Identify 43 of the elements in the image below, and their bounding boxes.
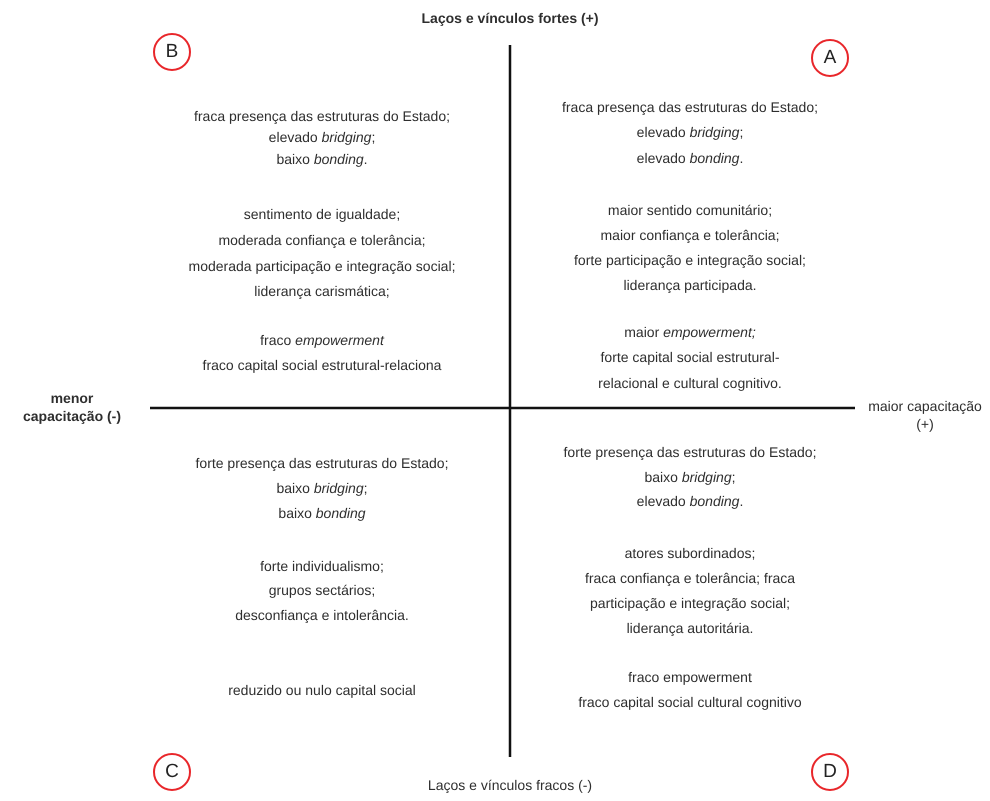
quadrant-text: forte capital social estrutural-	[600, 348, 780, 366]
quadrant-letter-circle: D	[811, 753, 849, 791]
quadrant-text: sentimento de igualdade;	[244, 205, 400, 223]
quadrant-text: elevado bonding.	[636, 492, 744, 510]
quadrant-text: moderada confiança e tolerância;	[218, 231, 426, 249]
quadrant-text: baixo bridging;	[276, 479, 368, 497]
quadrant-text: liderança participada.	[623, 276, 757, 294]
quadrant-letter-circle: B	[153, 33, 191, 71]
quadrant-letter-circle: A	[811, 39, 849, 77]
axis-label: menor capacitação (-)	[22, 389, 122, 425]
quadrant-text: fraco capital social cultural cognitivo	[578, 693, 802, 711]
quadrant-text: atores subordinados;	[624, 544, 756, 562]
quadrant-text: elevado bridging;	[636, 123, 744, 141]
quadrant-text: Laços e vínculos fracos (-)	[428, 776, 592, 794]
quadrant-text: fraco capital social estrutural-relaciona	[202, 356, 442, 374]
quadrant-text: desconfiança e intolerância.	[235, 606, 409, 624]
axis-label: Laços e vínculos fortes (+)	[422, 9, 598, 27]
quadrant-text: liderança carismática;	[254, 282, 390, 300]
quadrant-text: maior empowerment;	[624, 323, 756, 341]
quadrant-text: moderada participação e integração social;	[188, 257, 456, 275]
quadrant-text: participação e integração social;	[590, 594, 790, 612]
quadrant-text: baixo bonding.	[276, 150, 368, 168]
quadrant-text: fraco empowerment	[260, 331, 384, 349]
quadrant-letter-circle: C	[153, 753, 191, 791]
quadrant-text: grupos sectários;	[268, 581, 376, 599]
quadrant-text: maior sentido comunitário;	[608, 201, 772, 219]
quadrant-text: baixo bridging;	[644, 468, 736, 486]
quadrant-text: fraca presença das estruturas do Estado;	[562, 98, 818, 116]
quadrant-text: maior confiança e tolerância;	[600, 226, 780, 244]
quadrant-text: elevado bridging;	[268, 128, 376, 146]
axis-label: maior capacitação (+)	[867, 397, 983, 433]
quadrant-text: fraca confiança e tolerância; fraca	[584, 569, 796, 587]
quadrant-text: fraco empowerment	[628, 668, 752, 686]
quadrant-text: liderança autoritária.	[626, 619, 754, 637]
quadrant-text: relacional e cultural cognitivo.	[598, 374, 782, 392]
quadrant-text: forte presença das estruturas do Estado;	[196, 454, 448, 472]
quadrant-text: baixo bonding	[278, 504, 366, 522]
quadrant-text: fraca presença das estruturas do Estado;	[194, 107, 450, 125]
quadrant-text: forte individualismo;	[260, 557, 384, 575]
quadrant-text: reduzido ou nulo capital social	[228, 681, 416, 699]
quadrant-text: elevado bonding.	[636, 149, 744, 167]
quadrant-text: forte participação e integração social;	[574, 251, 806, 269]
quadrant-text: forte presença das estruturas do Estado;	[564, 443, 816, 461]
